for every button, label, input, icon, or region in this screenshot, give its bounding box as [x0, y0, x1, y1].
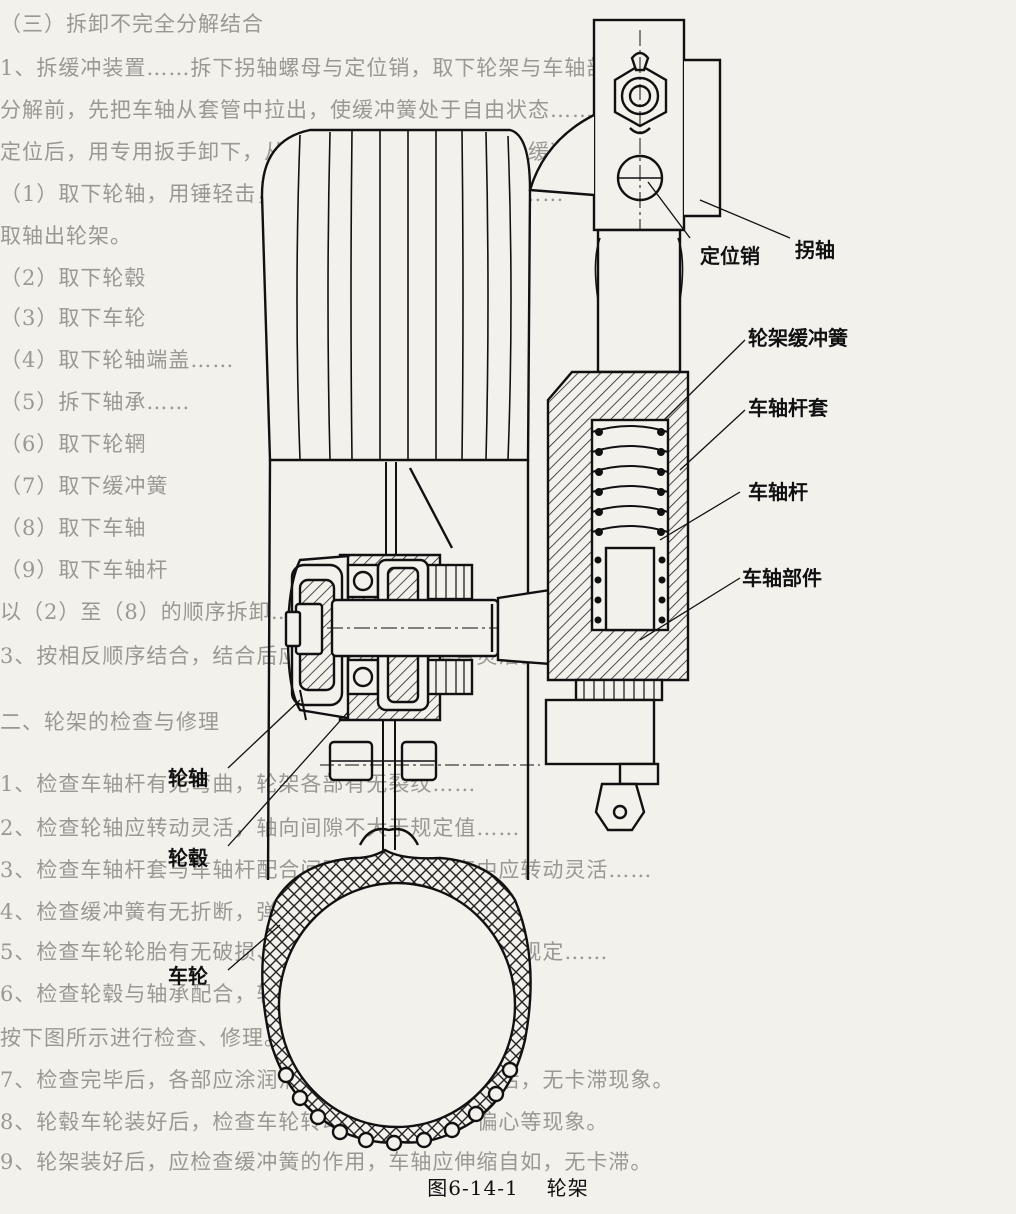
bg-line: （7）取下缓冲簧	[0, 474, 169, 498]
leader-lines	[227, 181, 791, 971]
figure-caption: 图6-14-1 轮架	[0, 1172, 1016, 1201]
label-wheel-axle: 轮轴	[168, 766, 208, 790]
axle-rod-lower	[544, 678, 664, 832]
axle-rod-tube	[594, 228, 684, 374]
figure-title: 轮架	[546, 1176, 589, 1200]
label-buffer-spring: 轮架缓冲簧	[748, 326, 848, 350]
bg-line: （9）取下车轴杆	[0, 558, 169, 582]
bg-line: （6）取下轮辋	[0, 432, 147, 456]
figure-number: 图6-14-1	[427, 1176, 519, 1200]
bg-line: （5）拆下轴承……	[0, 390, 191, 414]
bg-line: 取轴出轮架。	[0, 224, 132, 248]
label-wheel-hub: 轮毂	[168, 846, 208, 870]
bg-line: （4）取下轮轴端盖……	[0, 348, 235, 372]
bg-line: 二、轮架的检查与修理	[0, 710, 220, 734]
wheel-section	[261, 720, 540, 1152]
label-locating-pin: 定位销	[700, 244, 760, 268]
axle-connector	[490, 588, 552, 666]
bg-line: 8、轮毂车轮装好后，检查车轮转动，应无摆动、偏心等现象。	[0, 1110, 609, 1134]
wheel-tire	[260, 128, 532, 881]
bg-line: （8）取下车轴	[0, 516, 147, 540]
crank-axle	[528, 18, 722, 760]
bg-line: 按下图所示进行检查、修理。	[0, 1026, 286, 1050]
bg-line: 1、拆缓冲装置……拆下拐轴螺母与定位销，取下轮架与车轴部件	[0, 56, 631, 80]
bg-line: 2、检查轮轴应转动灵活，轴向间隙不大于规定值……	[0, 816, 521, 840]
bg-line: 1、检查车轴杆有无弯曲，轮架各部有无裂纹……	[0, 772, 477, 796]
tire-tread-lines	[296, 129, 512, 461]
bg-line: 分解前，先把车轴从套管中拉出，使缓冲簧处于自由状态……	[0, 98, 594, 122]
bg-line: （3）取下车轮	[0, 306, 147, 330]
label-crank-axle: 拐轴	[795, 238, 835, 262]
bg-line: 9、轮架装好后，应检查缓冲簧的作用，车轴应伸缩自如，无卡滞。	[0, 1150, 653, 1174]
bg-line: （2）取下轮毂	[0, 266, 147, 290]
axle-rod-sleeve-body	[546, 370, 690, 682]
label-axle-rod-sleeve: 车轴杆套	[748, 396, 828, 420]
label-axle-assembly: 车轴部件	[742, 566, 822, 590]
hub-assembly	[284, 462, 620, 722]
bg-line: 以（2）至（8）的顺序拆卸……	[0, 600, 315, 624]
label-axle-rod: 车轴杆	[748, 480, 808, 504]
label-wheel: 车轮	[168, 964, 208, 988]
bg-line: （三）拆卸不完全分解结合	[0, 12, 264, 36]
